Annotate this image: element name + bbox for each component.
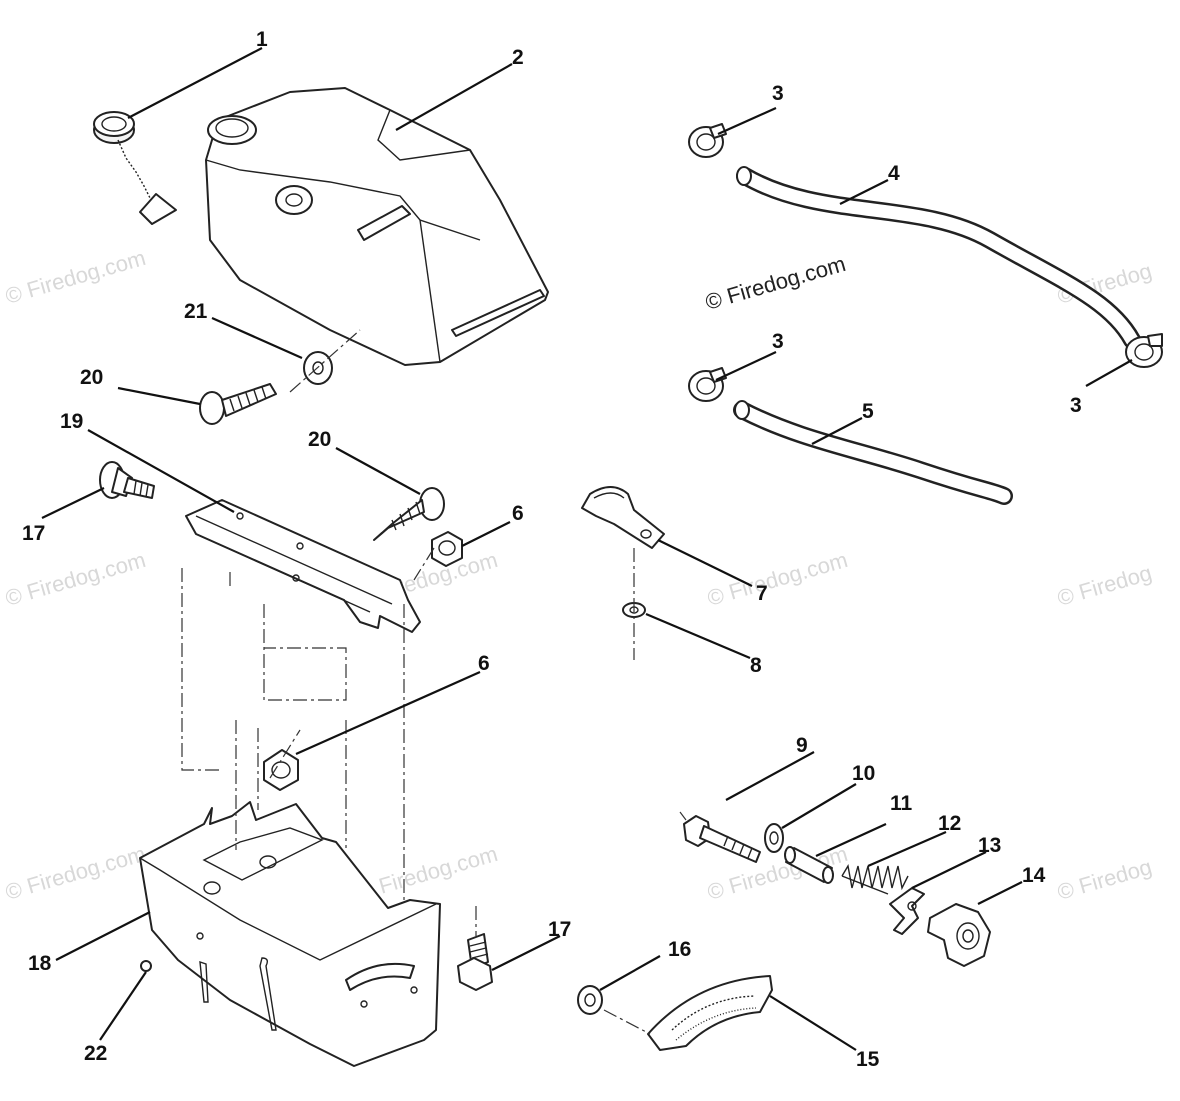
- nut-upper-part: [431, 531, 463, 567]
- leader-lines: [41, 47, 1133, 1051]
- callout-4: 4: [888, 162, 900, 185]
- callout-15: 15: [856, 1048, 880, 1071]
- callout-3: 3: [772, 82, 784, 105]
- callout-10: 10: [852, 762, 875, 785]
- fuel-hose-upper-part: [736, 166, 1141, 349]
- callout-21: 21: [184, 300, 208, 323]
- spring-bracket-part: [889, 887, 925, 935]
- fuel-tank-part: [205, 87, 549, 366]
- callout-13: 13: [978, 834, 1001, 857]
- callout-8: 8: [750, 654, 762, 677]
- spring-part: [841, 864, 909, 895]
- watermark-text: © Firedog.com: [2, 245, 148, 309]
- knob-part: [927, 903, 991, 967]
- hose-clamp-top-part: [688, 123, 727, 158]
- long-bolt-part: [683, 815, 761, 863]
- callout-17: 17: [548, 918, 571, 941]
- callout-19: 19: [60, 410, 83, 433]
- indicator-plate-part: [647, 975, 773, 1051]
- watermark-text: © Firedog.com: [2, 841, 148, 905]
- callout-1: 1: [256, 28, 268, 51]
- callout-20: 20: [80, 366, 103, 389]
- bolt-lower-part: [457, 933, 493, 991]
- callout-20: 20: [308, 428, 331, 451]
- clip-part: [581, 486, 665, 549]
- watermark-text: © Firedog: [1054, 854, 1154, 905]
- screw-lower-part: [373, 487, 445, 541]
- bolt-upper-part: [99, 461, 155, 499]
- callout-22: 22: [84, 1042, 107, 1065]
- small-screw-part: [140, 960, 152, 972]
- assembly-lines: [181, 329, 687, 1035]
- callout-9: 9: [796, 734, 808, 757]
- callout-17: 17: [22, 522, 45, 545]
- fuel-cap-part: [93, 111, 177, 225]
- screw-upper-part: [199, 383, 277, 425]
- callout-5: 5: [862, 400, 874, 423]
- callout-6: 6: [512, 502, 524, 525]
- callout-3: 3: [1070, 394, 1082, 417]
- watermarks: © Firedog.com © Firedog.com © Firedog © …: [2, 245, 1154, 905]
- callout-3: 3: [772, 330, 784, 353]
- callout-16: 16: [668, 938, 691, 961]
- hose-clamp-middle-part: [688, 367, 727, 402]
- callout-14: 14: [1022, 864, 1046, 887]
- bracket-part: [185, 499, 421, 633]
- watermark-text: © Firedog.com: [702, 251, 848, 315]
- watermark-text: © Firedog.com: [2, 547, 148, 611]
- callout-18: 18: [28, 952, 52, 975]
- callout-12: 12: [938, 812, 961, 835]
- fuel-hose-lower-part: [733, 400, 1013, 505]
- callout-labels: 1 2 3 4 3 3 5 21 20 20 19 17 6 6 7 8 9 1…: [22, 28, 1082, 1071]
- panel-part: [139, 801, 441, 1067]
- callout-6: 6: [478, 652, 490, 675]
- spacer-tube-part: [784, 846, 834, 884]
- spacer-washer-part: [764, 823, 784, 853]
- watermark-text: © Firedog: [1054, 560, 1154, 611]
- callout-7: 7: [756, 582, 768, 605]
- lock-nut-part: [577, 985, 603, 1015]
- hose-clamp-right-part: [1125, 333, 1163, 368]
- callout-11: 11: [890, 792, 913, 815]
- callout-2: 2: [512, 46, 524, 69]
- nut-lower-part: [263, 749, 299, 791]
- watermark-text: © Firedog.com: [704, 547, 850, 611]
